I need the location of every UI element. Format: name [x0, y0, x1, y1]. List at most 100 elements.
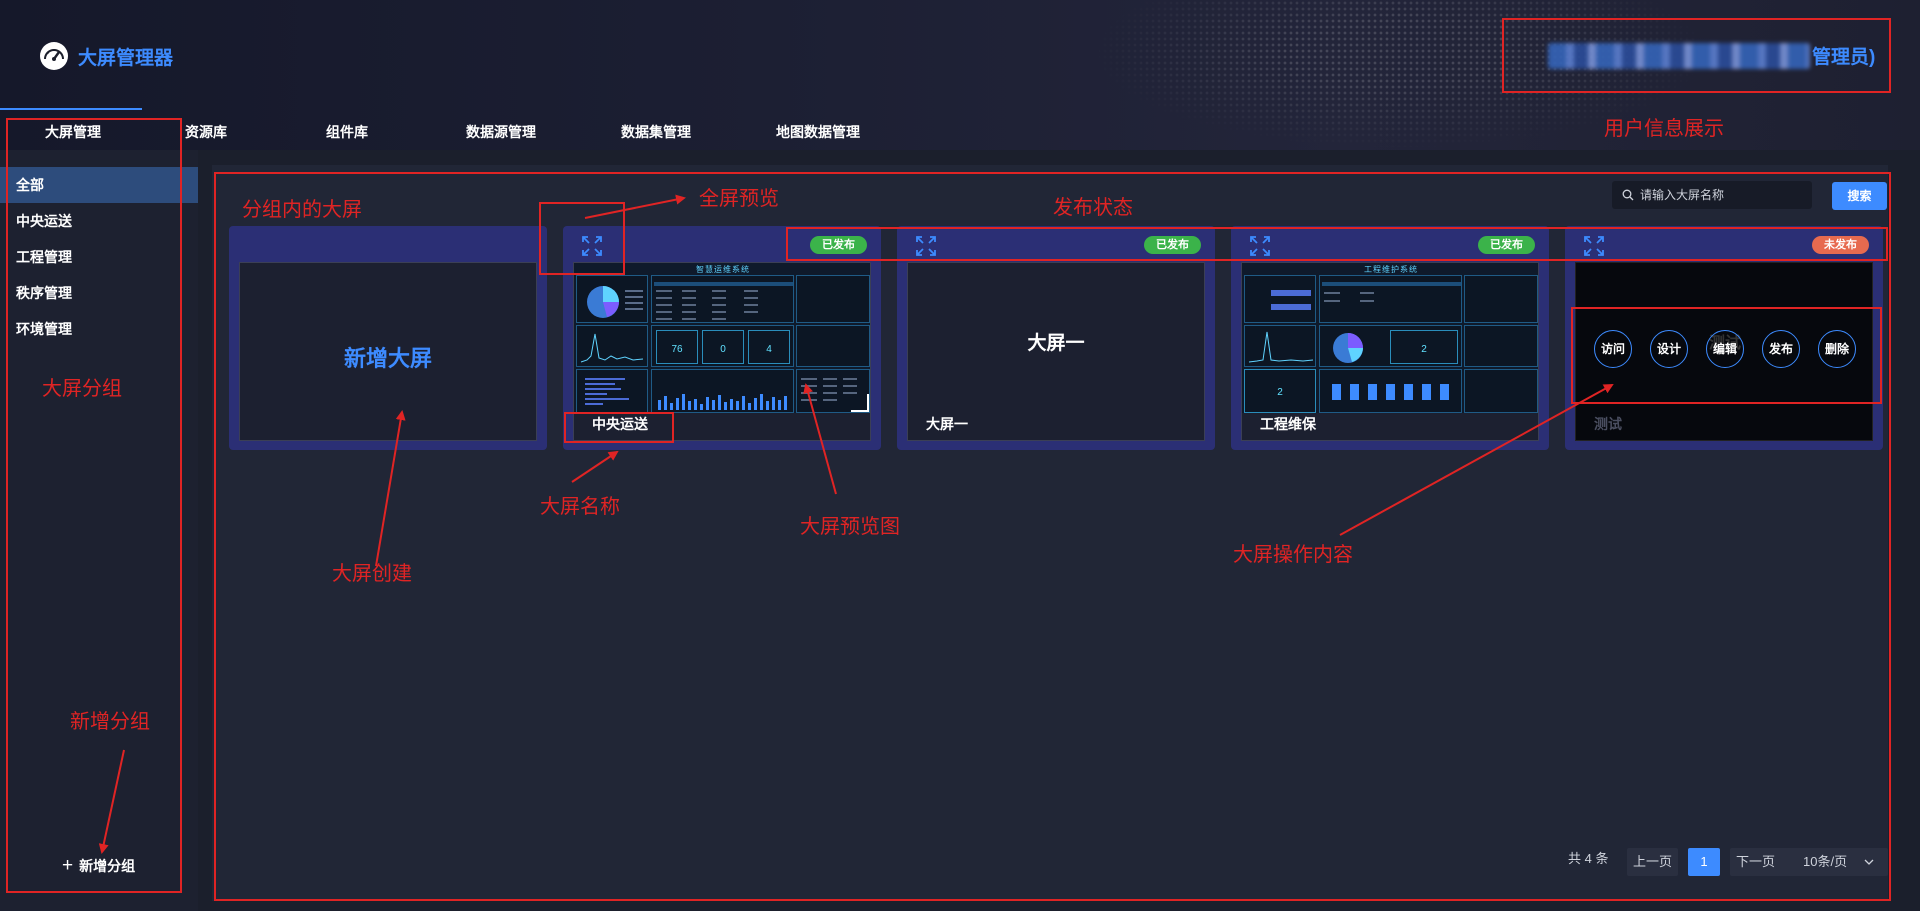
visit-button[interactable]: 访问 [1594, 330, 1632, 368]
thumb-panel [1319, 275, 1462, 323]
chevron-down-icon [1864, 859, 1874, 865]
group-item-engineering[interactable]: 工程管理 [16, 249, 72, 265]
pagination-controls: 上一页 1 下一页 [1627, 848, 1782, 876]
edit-button[interactable]: 编辑 [1706, 330, 1744, 368]
screen-preview[interactable]: 测试 访问 设计 编辑 发布 删除 测试 [1575, 262, 1873, 441]
screen-name: 工程维保 [1260, 416, 1316, 432]
group-sidebar: 全部 中央运送 工程管理 秩序管理 环境管理 + 新增分组 [0, 150, 198, 911]
kpi-value: 2 [1277, 387, 1283, 398]
user-info[interactable]: 管理员) [1548, 42, 1875, 69]
thumb-kpi: 0 [702, 330, 744, 364]
nav-active-indicator [0, 108, 142, 110]
thumbnail-title: 智慧运维系统 [696, 265, 750, 274]
thumb-panel [576, 275, 648, 323]
table-thumb [654, 282, 793, 320]
annotation-label: 分组内的大屏 [242, 199, 362, 221]
nav-map-data-management[interactable]: 地图数据管理 [776, 124, 860, 140]
thumb-kpi: 4 [748, 330, 790, 364]
prev-page-button[interactable]: 上一页 [1627, 848, 1679, 876]
add-group-label: 新增分组 [79, 858, 136, 874]
thumb-panel [576, 369, 648, 413]
search-box [1612, 181, 1812, 209]
speedometer-icon [40, 42, 68, 70]
thumb-panel [1464, 325, 1538, 367]
plus-icon: + [62, 855, 74, 876]
thumb-panel [576, 325, 648, 367]
publish-button[interactable]: 发布 [1762, 330, 1800, 368]
annotation-label: 大屏名称 [540, 496, 620, 518]
current-page[interactable]: 1 [1688, 848, 1721, 876]
dashboard-thumbnail: 智慧运维系统 [574, 263, 870, 413]
kpi-value: 0 [720, 344, 726, 355]
design-button[interactable]: 设计 [1650, 330, 1688, 368]
annotation-label: 大屏操作内容 [1233, 544, 1353, 566]
new-screen-area[interactable]: 新增大屏 [239, 262, 537, 441]
app-header: 大屏管理器 管理员) [0, 0, 1920, 150]
annotation-box-status [786, 227, 1888, 261]
screen-name: 中央运送 [592, 416, 648, 432]
search-input[interactable] [1640, 188, 1800, 202]
app-title: 大屏管理器 [78, 47, 174, 69]
delete-button[interactable]: 删除 [1818, 330, 1856, 368]
screen-preview[interactable]: 大屏一 大屏一 [907, 262, 1205, 441]
line-chart-thumb [580, 333, 644, 363]
annotation-label: 全屏预览 [699, 188, 779, 210]
status-badge: 未发布 [1812, 236, 1869, 254]
status-badge: 已发布 [1478, 236, 1535, 254]
screen-card[interactable]: 已发布 智慧运维系统 [563, 226, 881, 450]
thumbnail-title: 工程维护系统 [1364, 265, 1418, 274]
page-size-wrapper: 10条/页 [1778, 848, 1888, 876]
user-role: 管理员) [1812, 47, 1876, 68]
app-logo: 大屏管理器 [38, 40, 173, 72]
screen-card[interactable]: 未发布 测试 访问 设计 编辑 发布 删除 测试 [1565, 226, 1883, 450]
total-count: 共 4 条 [1568, 851, 1609, 866]
annotation-box-user-info [1502, 18, 1891, 93]
group-item-order[interactable]: 秩序管理 [16, 285, 72, 301]
thumb-panel [1244, 325, 1316, 367]
pie-chart-thumb [587, 286, 643, 318]
nav-component-library[interactable]: 组件库 [326, 124, 368, 140]
thumb-kpi: 76 [656, 330, 698, 364]
group-item-environment[interactable]: 环境管理 [16, 321, 72, 337]
fullscreen-icon[interactable] [915, 235, 937, 257]
search-button[interactable]: 搜索 [1832, 182, 1887, 210]
fullscreen-icon[interactable] [581, 235, 603, 257]
annotation-label: 新增分组 [70, 711, 150, 733]
thumb-panel [796, 275, 870, 323]
add-group-button[interactable]: + 新增分组 [62, 856, 135, 876]
thumbnail-title: 大屏一 [1027, 333, 1085, 354]
nav-screen-management[interactable]: 大屏管理 [45, 124, 101, 140]
thumb-kpi: 2 [1244, 369, 1316, 413]
nav-datasource-management[interactable]: 数据源管理 [466, 124, 536, 140]
action-buttons: 访问 设计 编辑 发布 删除 [1594, 330, 1856, 368]
annotation-box-ops [1571, 307, 1882, 404]
nav-dataset-management[interactable]: 数据集管理 [621, 124, 691, 140]
pie-chart-thumb [1333, 333, 1363, 363]
nav-resource-library[interactable]: 资源库 [185, 124, 227, 140]
new-screen-card[interactable]: 新增大屏 [229, 226, 547, 450]
annotation-box-main [214, 172, 1891, 901]
group-item-central-transport[interactable]: 中央运送 [16, 213, 72, 229]
fullscreen-icon[interactable] [1583, 235, 1605, 257]
thumb-panel [796, 325, 870, 367]
annotation-label: 大屏分组 [42, 378, 122, 400]
next-page-button[interactable]: 下一页 [1730, 848, 1782, 876]
fullscreen-icon[interactable] [1249, 235, 1271, 257]
thumb-panel [1464, 275, 1538, 323]
new-screen-label[interactable]: 新增大屏 [343, 346, 432, 371]
world-map-background [1090, 0, 1710, 150]
page-size-select[interactable]: 10条/页 [1778, 848, 1888, 876]
group-item-all[interactable]: 全部 [0, 167, 198, 203]
screen-card[interactable]: 已发布 大屏一 大屏一 [897, 226, 1215, 450]
user-name-blurred [1548, 42, 1810, 69]
bar-chart-thumb [658, 394, 787, 410]
annotation-box-fullscreen [539, 202, 625, 275]
search-icon [1622, 189, 1634, 201]
hbar-chart-thumb [1271, 290, 1311, 310]
annotation-box-groups [6, 118, 182, 893]
hbar-chart-thumb [585, 378, 629, 405]
kpi-value: 2 [1421, 344, 1427, 355]
annotation-label: 发布状态 [1053, 197, 1133, 219]
kpi-value: 4 [766, 344, 772, 355]
thumb-panel [651, 275, 794, 323]
